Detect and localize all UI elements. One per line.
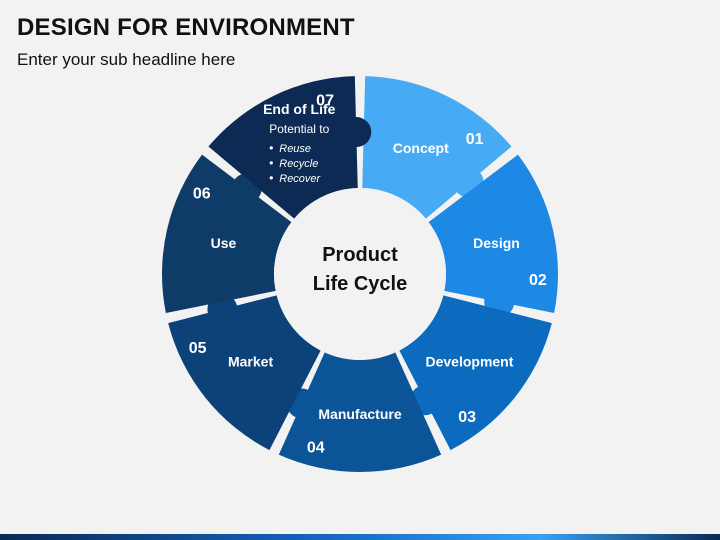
segment-number-02: 02 (529, 272, 547, 289)
segment-04 (278, 352, 442, 472)
segment-label-05: Market (228, 353, 273, 369)
segment-label-04: Manufacture (318, 406, 401, 422)
segment-label-07: End of Life (263, 101, 336, 117)
segment-05 (168, 295, 321, 451)
center-title-line2: Life Cycle (313, 273, 407, 295)
segment-number-03: 03 (458, 409, 476, 426)
segment-label-03: Development (425, 353, 513, 369)
segment-number-01: 01 (466, 131, 484, 148)
bullet-item: Recover (279, 173, 321, 185)
segment-label-06: Use (211, 235, 237, 251)
segment-number-07: 07 (316, 92, 334, 109)
bullet-item: Recycle (279, 158, 318, 170)
segment-07-tab (341, 117, 372, 148)
segment-label-02: Design (473, 235, 520, 251)
segment-number-06: 06 (193, 185, 211, 202)
center-title-line1: Product (322, 244, 398, 266)
bullet-dot (269, 146, 273, 150)
segment-01 (362, 76, 512, 219)
segment-02 (428, 154, 559, 313)
bullet-item: Reuse (279, 143, 311, 155)
segment-06 (162, 154, 292, 313)
bullet-dot (269, 161, 273, 165)
page-title: DESIGN FOR ENVIRONMENT (17, 14, 355, 41)
bullet-dot (269, 176, 273, 180)
segment-number-04: 04 (307, 439, 325, 456)
segment-label-01: Concept (393, 140, 449, 156)
center-hub (274, 188, 446, 360)
segment-07 (208, 76, 358, 219)
cycle-segments (162, 76, 559, 472)
segment-note-07: Potential to (269, 122, 329, 136)
segment-number-05: 05 (189, 340, 207, 357)
page-subtitle: Enter your sub headline here (17, 50, 236, 69)
segment-03 (399, 295, 552, 451)
footer-accent-bar (0, 534, 720, 540)
